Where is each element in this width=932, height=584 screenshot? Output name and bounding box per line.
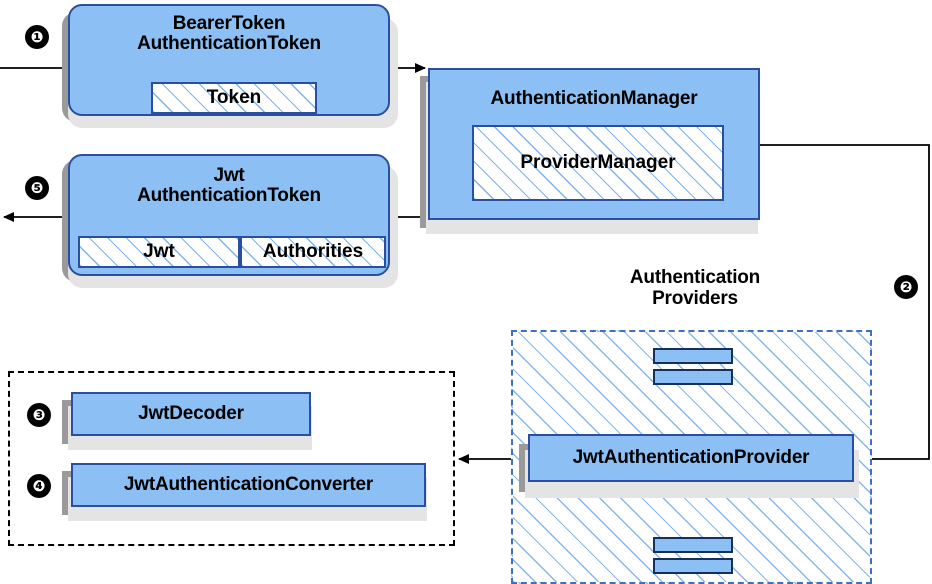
- jwt-decoder-title: JwtDecoder: [138, 403, 244, 424]
- provider-stub-bottom-2: [653, 558, 733, 574]
- bearer-token-title-line2: AuthenticationToken: [137, 33, 321, 55]
- auth-manager-title: AuthenticationManager: [490, 88, 698, 109]
- provider-stub-bottom-1: [653, 537, 733, 553]
- providers-label-line1: Authentication: [629, 267, 761, 288]
- auth-manager-inner-provider-manager[interactable]: ProviderManager: [472, 125, 724, 201]
- jwt-token-inner-authorities[interactable]: Authorities: [240, 236, 386, 268]
- step-badge-2-label: ❷: [899, 277, 913, 296]
- jwt-support-components-group: [8, 371, 455, 546]
- jwt-token-inner-jwt[interactable]: Jwt: [78, 236, 240, 268]
- step-badge-5-label: ❺: [30, 178, 44, 197]
- bearer-token-title: BearerToken AuthenticationToken: [137, 13, 321, 55]
- providers-label-line2: Providers: [652, 287, 738, 309]
- step-badge-1: ❶: [26, 26, 48, 48]
- bearer-token-title-line1: BearerToken: [172, 13, 286, 34]
- step-badge-2: ❷: [895, 276, 917, 298]
- step-badge-3: ❸: [28, 404, 50, 426]
- node-jwt-authentication-converter[interactable]: JwtAuthenticationConverter: [71, 463, 426, 507]
- jwt-provider-title: JwtAuthenticationProvider: [572, 447, 810, 468]
- bearer-token-inner-token[interactable]: Token: [151, 82, 317, 114]
- jwt-label: Jwt: [143, 241, 175, 262]
- node-authentication-manager[interactable]: AuthenticationManager ProviderManager: [428, 68, 760, 220]
- step-badge-3-label: ❸: [32, 405, 46, 424]
- jwt-converter-title: JwtAuthenticationConverter: [123, 474, 374, 495]
- provider-stub-top-1: [653, 348, 733, 364]
- node-jwt-authentication-token[interactable]: Jwt AuthenticationToken Jwt Authorities: [68, 154, 390, 276]
- authorities-label: Authorities: [262, 241, 364, 262]
- step-badge-4: ❹: [28, 475, 50, 497]
- node-jwt-authentication-provider[interactable]: JwtAuthenticationProvider: [528, 434, 854, 482]
- authentication-providers-label: Authentication Providers: [595, 267, 795, 310]
- step-badge-5: ❺: [26, 177, 48, 199]
- step-badge-1-label: ❶: [30, 27, 44, 46]
- step-badge-4-label: ❹: [32, 476, 46, 495]
- jwt-token-title: Jwt AuthenticationToken: [137, 165, 321, 207]
- provider-manager-label: ProviderManager: [520, 152, 676, 173]
- node-bearer-token-authentication-token[interactable]: BearerToken AuthenticationToken Token: [68, 4, 390, 116]
- provider-stub-top-2: [653, 369, 733, 385]
- node-jwt-decoder[interactable]: JwtDecoder: [71, 392, 311, 436]
- jwt-token-title-line1: Jwt: [213, 165, 245, 186]
- jwt-token-title-line2: AuthenticationToken: [137, 185, 321, 207]
- token-label: Token: [206, 87, 262, 108]
